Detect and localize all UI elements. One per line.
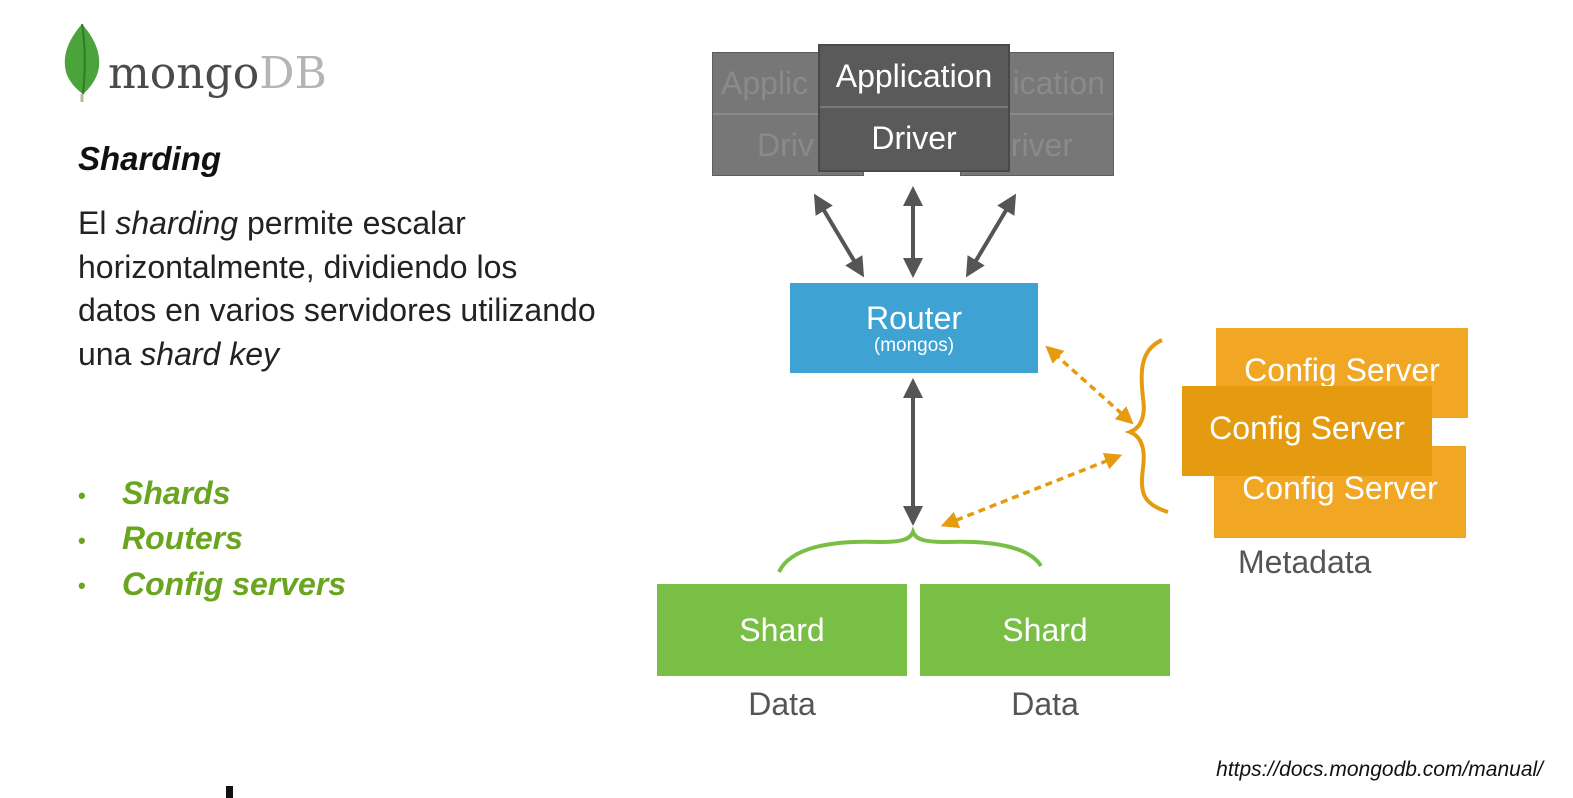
bullet-item: • Routers [78,517,346,562]
source-citation: https://docs.mongodb.com/manual/ [1216,758,1543,781]
section-title: Sharding [78,140,222,177]
driver-back-right-label: river [1010,127,1073,163]
bullet-dot-icon: • [78,528,86,554]
router-label: Router [865,300,963,336]
description: El sharding permite escalar horizontalme… [78,202,598,376]
bullet-list: • Shards • Routers • Config servers [78,472,346,608]
shard-data-caption: Data [748,686,816,722]
bullet-text: Config servers [122,565,347,602]
driver-label: Driver [871,120,957,156]
app-router-arrows [813,186,1017,278]
shards-brace-icon [777,526,1043,573]
shard-box: Shard [920,584,1170,676]
shard-box: Shard [657,584,907,676]
arrow-app-left-router [813,193,865,278]
shard-label: Shard [739,612,825,648]
application-label: Application [820,46,1008,108]
arrow-app-right-router [965,193,1017,278]
config-brace-icon [1124,338,1169,514]
mongodb-logo [60,22,380,102]
description-emphasis-1: sharding [115,205,239,241]
config-server-label: Config Server [1242,470,1438,506]
arrow-config-router [1045,345,1134,425]
arrow-config-shards [940,452,1123,529]
cropped-glyph [226,786,233,798]
bullet-item: • Config servers [78,563,346,608]
config-server-label: Config Server [1244,352,1440,388]
config-server-label: Config Server [1209,410,1405,446]
application-back-right-label: ication [961,53,1113,115]
shard-data-caption: Data [1011,686,1079,722]
mongodb-leaf-icon [64,23,100,102]
metadata-caption: Metadata [1238,544,1372,580]
wordmark-accent: DB [259,48,327,99]
mongodb-wordmark: mongoDB [108,52,327,96]
description-text-1: El [78,205,116,241]
application-box: Application Driver [818,44,1010,172]
driver-back-left-label: Driv [757,127,814,163]
bullet-dot-icon: • [78,482,86,508]
config-server-front: Config Server [1182,386,1432,476]
description-emphasis-2: shard key [140,335,280,372]
bullet-dot-icon: • [78,573,86,599]
router-sublabel: (mongos) [873,335,955,356]
wordmark-main: mongo [108,48,260,99]
shard-label: Shard [1002,612,1088,648]
bullet-text: Routers [122,520,243,557]
bullet-item: • Shards [78,472,346,517]
router-box: Router (mongos) [790,283,1038,373]
description-text-2: permite escalar horizontalmente, dividie… [78,205,596,372]
bullet-text: Shards [122,475,231,511]
application-back-left-label: Applic [713,53,863,115]
